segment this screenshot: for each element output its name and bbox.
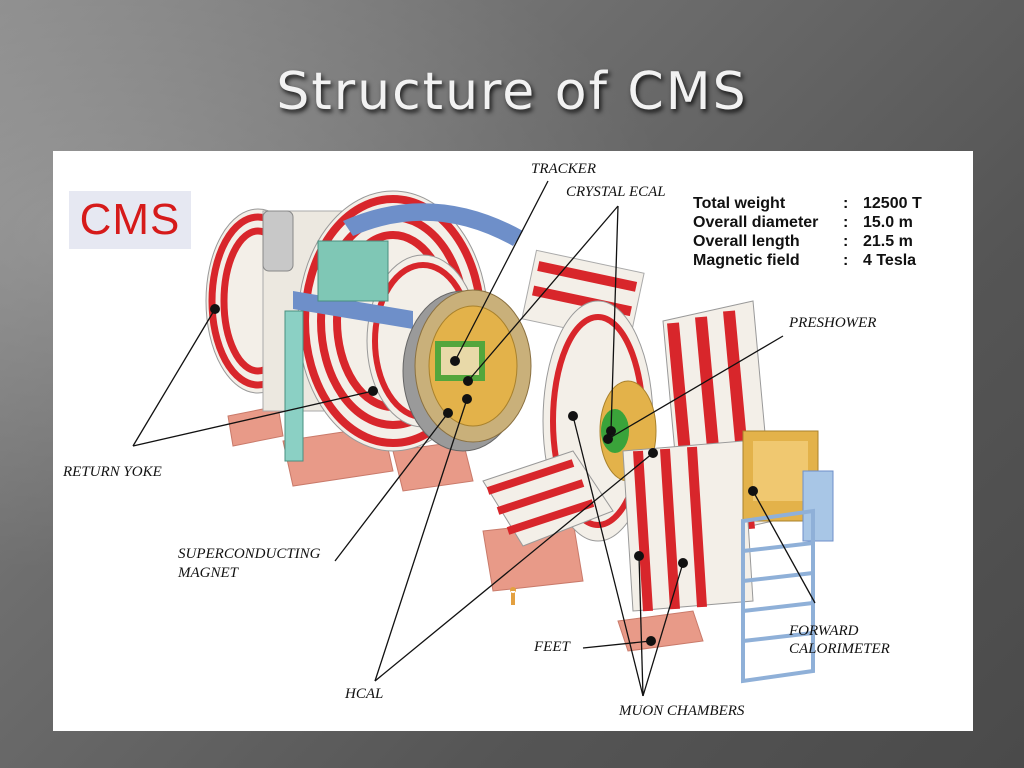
spec-value: 12500 T [863, 195, 922, 212]
slide-title: Structure of CMS [276, 62, 748, 122]
spec-table: Total weight : 12500 T Overall diameter … [693, 194, 953, 270]
spec-row: Magnetic field : 4 Tesla [693, 251, 953, 270]
spec-separator: : [843, 195, 849, 212]
label-crystal-ecal: CRYSTAL ECAL [566, 184, 666, 200]
spec-separator: : [843, 252, 849, 269]
endcap [599, 300, 834, 684]
spec-name: Overall length [693, 233, 800, 250]
label-forward-calorimeter-2: CALORIMETER [789, 641, 890, 657]
leader-lines [132, 180, 816, 697]
spec-name: Magnetic field [693, 252, 800, 269]
cms-detector-diagram [132, 180, 834, 697]
spec-separator: : [843, 233, 849, 250]
label-feet: FEET [534, 639, 570, 655]
person-figure [510, 587, 517, 605]
spec-row: Overall diameter : 15.0 m [693, 213, 953, 232]
spec-name: Total weight [693, 195, 786, 212]
spec-value: 21.5 m [863, 233, 913, 250]
marker-dots [210, 304, 758, 646]
barrel-core [402, 289, 532, 452]
spec-separator: : [843, 214, 849, 231]
label-superconducting-magnet-2: MAGNET [178, 565, 238, 581]
cms-logo-text: CMS [79, 195, 181, 244]
label-muon-chambers: MUON CHAMBERS [619, 703, 745, 719]
cms-logo: CMS [69, 191, 191, 249]
diagram-panel: CMS Total weight : 12500 T Overall diame… [53, 151, 973, 731]
spec-row: Overall length : 21.5 m [693, 232, 953, 251]
spec-name: Overall diameter [693, 214, 819, 231]
support-structure [262, 203, 523, 462]
label-superconducting-magnet-1: SUPERCONDUCTING [178, 546, 321, 562]
label-return-yoke: RETURN YOKE [63, 464, 162, 480]
label-hcal: HCAL [345, 686, 384, 702]
label-forward-calorimeter-1: FORWARD [789, 623, 859, 639]
spec-row: Total weight : 12500 T [693, 194, 953, 213]
label-tracker: TRACKER [531, 161, 597, 177]
label-preshower: PRESHOWER [789, 315, 877, 331]
spec-value: 4 Tesla [863, 252, 917, 269]
spec-value: 15.0 m [863, 214, 913, 231]
